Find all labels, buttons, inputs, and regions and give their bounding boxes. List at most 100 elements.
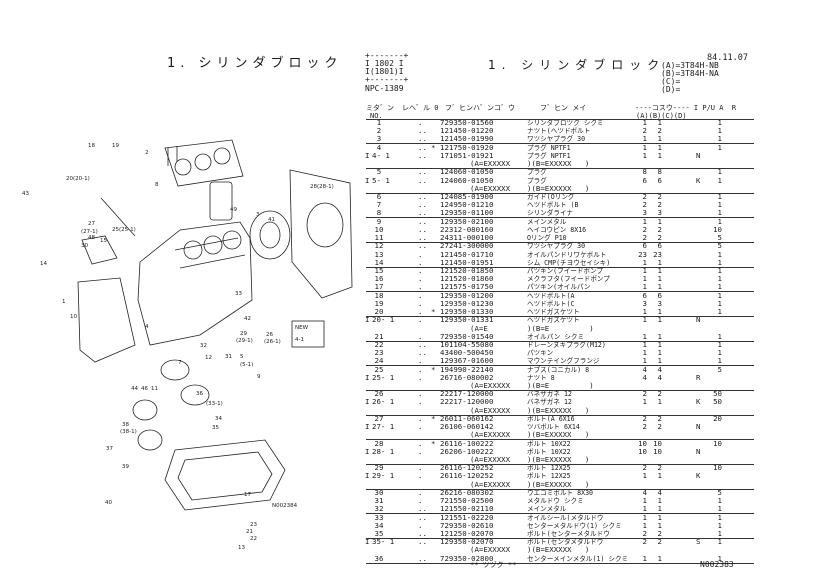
cell-lvl: .	[418, 389, 423, 399]
cell-pu: 1	[717, 265, 722, 275]
cell-exb: )(B=EXXXXX )	[527, 183, 590, 193]
cell-name: ナツト(ヘツドボルト	[527, 127, 591, 136]
cell-name: バネザガネ 12	[527, 398, 572, 407]
cell-no: 25	[374, 364, 384, 374]
cylinder-liner	[209, 181, 233, 221]
cell-lvl: ..	[418, 529, 427, 538]
cell-ind: I	[365, 150, 370, 160]
callout-label: 35	[212, 425, 219, 431]
cell-a: 2	[642, 233, 647, 243]
callout-label: (29-1)	[236, 338, 253, 344]
cell-a: 4	[642, 364, 647, 374]
cell-pu: 1	[717, 348, 722, 358]
callout-label: (26-1)	[264, 339, 281, 345]
cell-ind: I	[365, 471, 370, 481]
cell-lvl: ..	[418, 216, 427, 226]
dipstick	[100, 197, 136, 237]
cell-no: 16	[374, 274, 384, 284]
cell-part: 729350-01560	[440, 118, 494, 127]
cell-a: 1	[642, 496, 647, 506]
cell-pu: 1	[717, 257, 722, 267]
cell-no: 8	[376, 208, 382, 218]
cell-pu: 20	[713, 413, 722, 423]
cell-part: 129350-01230	[440, 298, 494, 308]
right-page-title: 1. シリンダブロック	[488, 58, 666, 72]
cell-b: 1	[657, 274, 662, 284]
cell-no: 30	[374, 487, 384, 497]
cell-pu: 1	[717, 167, 722, 177]
flywheel-housing	[289, 169, 353, 299]
cell-b: 1	[657, 307, 662, 317]
header-divider	[366, 119, 754, 120]
callout-label: (5-1)	[240, 362, 253, 368]
cell-lvl: ..	[418, 200, 427, 210]
cell-part: 124950-01210	[440, 200, 494, 210]
cell-lvl: ..	[418, 537, 427, 547]
cell-a: 1	[642, 142, 647, 152]
col-qty-models-header: (A)(B)(C)(D)	[636, 112, 687, 120]
cell-no: 14	[374, 257, 384, 267]
cell-b: 1	[657, 339, 662, 349]
cell-no: 31	[374, 496, 384, 506]
callout-label: (33-1)	[206, 401, 223, 407]
group-divider	[366, 242, 754, 244]
callout-label: 46	[141, 386, 148, 392]
cell-exb: )(B=EXXXXX )	[527, 545, 590, 555]
cell-b: 1	[657, 356, 662, 366]
cell-pu: 1	[717, 208, 722, 218]
cell-pu: 1	[717, 298, 722, 308]
cell-part: 26011-060162	[440, 413, 494, 423]
cell-name: メタルドウ シクミ	[527, 497, 584, 506]
cell-name: ヘツドボルト(C	[527, 299, 575, 308]
cell-lvl: .	[418, 249, 423, 259]
cell-pu: 1	[717, 200, 722, 210]
cell-name: ボルト 10X22	[527, 439, 571, 448]
cell-part: 27241-300000	[440, 241, 494, 251]
cell-lvl: .	[418, 307, 423, 317]
cell-code: K	[696, 397, 701, 407]
cell-a: 2	[642, 413, 647, 423]
cell-a: 6	[642, 290, 647, 300]
callout-label: 42	[244, 316, 251, 322]
callout-label: 29	[240, 331, 247, 337]
cell-ind: I	[365, 422, 370, 432]
cell-a: 10	[638, 438, 647, 448]
cell-pu: 1	[717, 529, 722, 538]
cell-part: 729350-02800	[440, 553, 494, 563]
cell-a: 1	[642, 307, 647, 317]
effective-serial-row: (A=EXXXXX)(B=EXXXXX )	[0, 183, 835, 193]
cell-part: 22312-080160	[440, 224, 494, 234]
cell-code: N	[696, 446, 701, 456]
cell-b: 1	[657, 118, 662, 127]
cell-pu: 1	[717, 537, 722, 547]
group-divider	[366, 217, 754, 219]
cell-lvl: ..	[418, 142, 427, 152]
bearing-housing	[249, 210, 291, 260]
cell-part: 129350-01331	[440, 315, 494, 325]
cell-part: 121250-02070	[440, 529, 494, 538]
cell-part: 121450-01951	[440, 257, 494, 267]
cell-a: 3	[642, 208, 647, 218]
callout-label: 20(20-1)	[66, 176, 90, 182]
cell-lvl: .	[418, 487, 423, 497]
cell-lvl: .	[418, 118, 423, 127]
cell-a: 1	[642, 504, 647, 514]
cell-a: 8	[642, 167, 647, 177]
cell-name: ツバボルト 6X14	[527, 423, 580, 432]
cell-lvl: ..	[418, 175, 427, 185]
cell-a: 1	[642, 282, 647, 292]
callout-label: 33	[235, 291, 242, 297]
cell-name: ヘツドボルト (B	[527, 201, 579, 210]
